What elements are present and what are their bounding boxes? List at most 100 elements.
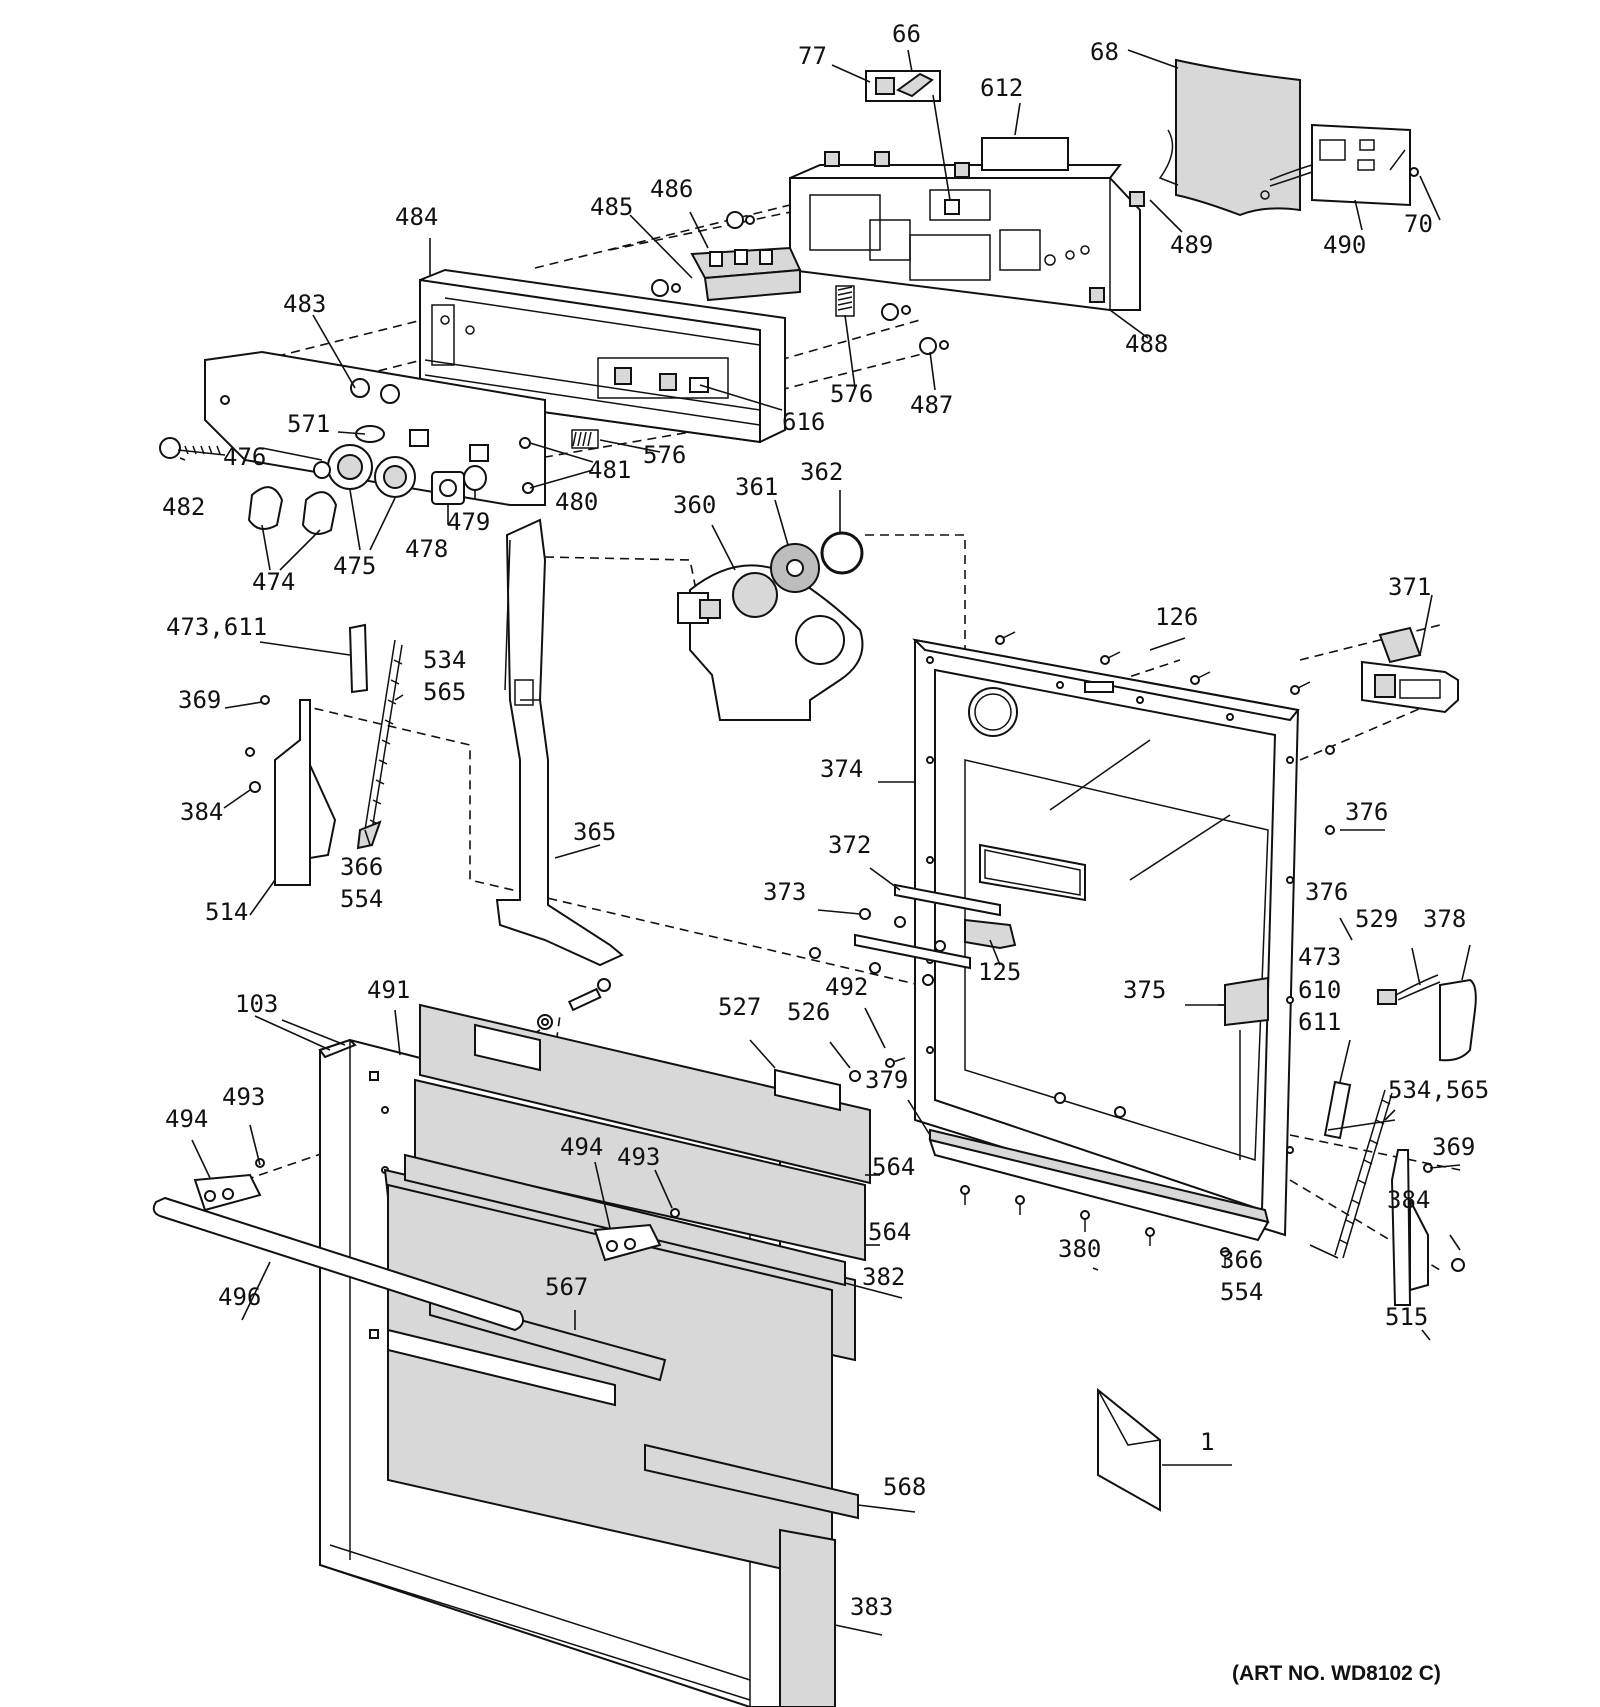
- bumper-473-right: [1323, 1080, 1352, 1140]
- control-panel-bracket-488: [789, 151, 1145, 311]
- fasteners-487: [651, 211, 949, 355]
- label-125: 125: [978, 958, 1021, 986]
- block-527: [774, 1068, 841, 1112]
- label-376-top: 376: [1345, 798, 1388, 826]
- label-486: 486: [650, 175, 693, 203]
- label-611-right: 611: [1298, 1008, 1341, 1036]
- label-361: 361: [735, 473, 778, 501]
- knobs-474: [247, 486, 338, 535]
- label-1: 1: [1200, 1428, 1214, 1456]
- label-492: 492: [825, 973, 868, 1001]
- label-529: 529: [1355, 905, 1398, 933]
- label-534: 534: [423, 646, 466, 674]
- strip-568: [644, 1443, 859, 1520]
- label-493-mid: 493: [617, 1143, 660, 1171]
- switch-529: [1377, 974, 1441, 1005]
- label-488: 488: [1125, 330, 1168, 358]
- label-66: 66: [892, 20, 921, 48]
- screws-126: [995, 631, 1335, 835]
- part-labels: 66 77 68 612 486 485 484 489 490 70 483 …: [162, 20, 1489, 1621]
- label-515: 515: [1385, 1303, 1428, 1331]
- panel-plate-483: [204, 350, 546, 506]
- label-568: 568: [883, 1473, 926, 1501]
- label-564-top: 564: [872, 1153, 915, 1181]
- label-478: 478: [405, 535, 448, 563]
- hinge-514: [245, 695, 337, 886]
- art-number: (ART NO. WD8102 C): [1232, 1662, 1441, 1685]
- bracket-372: [809, 883, 1001, 986]
- label-480: 480: [555, 488, 598, 516]
- label-482: 482: [162, 493, 205, 521]
- label-360: 360: [673, 491, 716, 519]
- label-476: 476: [223, 443, 266, 471]
- latch-125: [964, 918, 1017, 950]
- label-474: 474: [252, 568, 295, 596]
- board-cover-68: [1158, 58, 1301, 217]
- label-565: 565: [423, 678, 466, 706]
- screws-492-526: [849, 1057, 906, 1082]
- leader-lines: [179, 49, 1471, 1636]
- label-374: 374: [820, 755, 863, 783]
- strip-382: [404, 1153, 846, 1287]
- label-366-left: 366: [340, 853, 383, 881]
- label-384-right: 384: [1387, 1186, 1430, 1214]
- label-383: 383: [850, 1593, 893, 1621]
- control-board-490: [1269, 123, 1441, 221]
- label-483: 483: [283, 290, 326, 318]
- label-496: 496: [218, 1283, 261, 1311]
- label-494-mid: 494: [560, 1133, 603, 1161]
- button-478-center: [439, 479, 457, 497]
- bolt-washer: [537, 978, 611, 1030]
- label-527: 527: [718, 993, 761, 1021]
- label-571: 571: [287, 410, 330, 438]
- label-372: 372: [828, 831, 871, 859]
- hinge-515: [1390, 1149, 1465, 1306]
- label-365: 365: [573, 818, 616, 846]
- label-554-right: 554: [1220, 1278, 1263, 1306]
- spring-534-565-left: [356, 639, 403, 850]
- vent-duct-365: [495, 518, 624, 967]
- manual-sheet-1: [1097, 1387, 1161, 1512]
- button-bar-486: [690, 246, 802, 302]
- label-369-left: 369: [178, 686, 221, 714]
- gasket-ring-362: [820, 531, 864, 575]
- label-491: 491: [367, 976, 410, 1004]
- label-610: 610: [1298, 976, 1341, 1004]
- label-489: 489: [1170, 231, 1213, 259]
- fan-blade-361: [770, 543, 820, 593]
- label-534-565-right: 534,565: [1388, 1076, 1489, 1104]
- label-379: 379: [865, 1066, 908, 1094]
- label-103: 103: [235, 990, 278, 1018]
- label-494-left: 494: [165, 1105, 208, 1133]
- label-616: 616: [782, 408, 825, 436]
- handle-496: [152, 1196, 525, 1332]
- label-514: 514: [205, 898, 248, 926]
- label-576-top: 576: [830, 380, 873, 408]
- label-371: 371: [1388, 573, 1431, 601]
- label-378: 378: [1423, 905, 1466, 933]
- label-68: 68: [1090, 38, 1119, 66]
- label-576-mid: 576: [643, 441, 686, 469]
- label-473-right: 473: [1298, 943, 1341, 971]
- cover-378: [1439, 978, 1477, 1062]
- screw-482: [159, 437, 226, 459]
- label-376-mid: 376: [1305, 878, 1348, 906]
- label-487: 487: [910, 391, 953, 419]
- door-holes: [926, 656, 1294, 1154]
- label-373: 373: [763, 878, 806, 906]
- label-554-left: 554: [340, 885, 383, 913]
- switch-66-77: [865, 70, 951, 201]
- label-362: 362: [800, 458, 843, 486]
- label-366-right: 366: [1220, 1246, 1263, 1274]
- label-485: 485: [590, 193, 633, 221]
- label-564-mid: 564: [868, 1218, 911, 1246]
- front-panel-491: [419, 1003, 871, 1185]
- label-70: 70: [1404, 210, 1433, 238]
- label-481: 481: [588, 456, 631, 484]
- label-369-right: 369: [1432, 1133, 1475, 1161]
- label-490: 490: [1323, 231, 1366, 259]
- bottom-trim-380: [928, 1128, 1270, 1266]
- fan-motor-360: [677, 564, 864, 721]
- label-493-left: 493: [222, 1083, 265, 1111]
